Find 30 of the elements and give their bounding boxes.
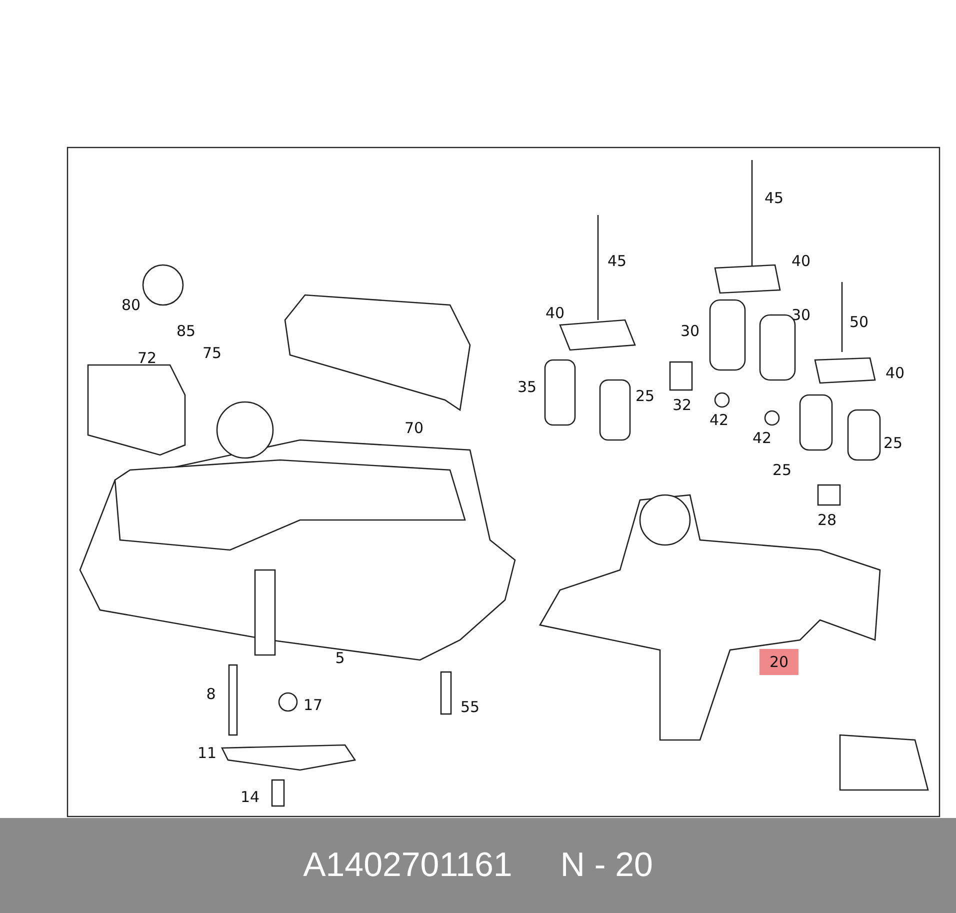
callout-number: 42 bbox=[709, 411, 729, 429]
callout-number: 5 bbox=[335, 649, 345, 667]
footer-text: N - 20 bbox=[560, 846, 653, 885]
callout-number: 85 bbox=[176, 322, 196, 340]
callout-number: 50 bbox=[849, 313, 869, 331]
callout-number: 40 bbox=[791, 252, 811, 270]
callout-number: 25 bbox=[883, 434, 903, 452]
callout-number: 30 bbox=[680, 322, 700, 340]
callout-number: 8 bbox=[206, 685, 216, 703]
callout-number: 35 bbox=[517, 378, 537, 396]
callout-number: 55 bbox=[460, 698, 480, 716]
callout-number: 40 bbox=[885, 364, 905, 382]
callout-number: 45 bbox=[607, 252, 627, 270]
callout-number: 45 bbox=[764, 189, 784, 207]
callout-number: 14 bbox=[240, 788, 260, 806]
callout-number: 40 bbox=[545, 304, 565, 322]
callout-number: 80 bbox=[121, 296, 141, 314]
callout-number: 72 bbox=[137, 349, 157, 367]
callout-number: 30 bbox=[791, 306, 811, 324]
callout-number: 42 bbox=[752, 429, 772, 447]
callout-number: 75 bbox=[202, 344, 222, 362]
callout-number: 20 bbox=[759, 649, 799, 675]
callout-number: 70 bbox=[404, 419, 424, 437]
callout-number: 25 bbox=[635, 387, 655, 405]
callout-number: 32 bbox=[672, 396, 692, 414]
callout-number: 17 bbox=[303, 696, 323, 714]
footer-text: A1402701161 bbox=[303, 846, 512, 885]
callout-number: 11 bbox=[197, 744, 217, 762]
callout-number: 28 bbox=[817, 511, 837, 529]
callout-number: 25 bbox=[772, 461, 792, 479]
